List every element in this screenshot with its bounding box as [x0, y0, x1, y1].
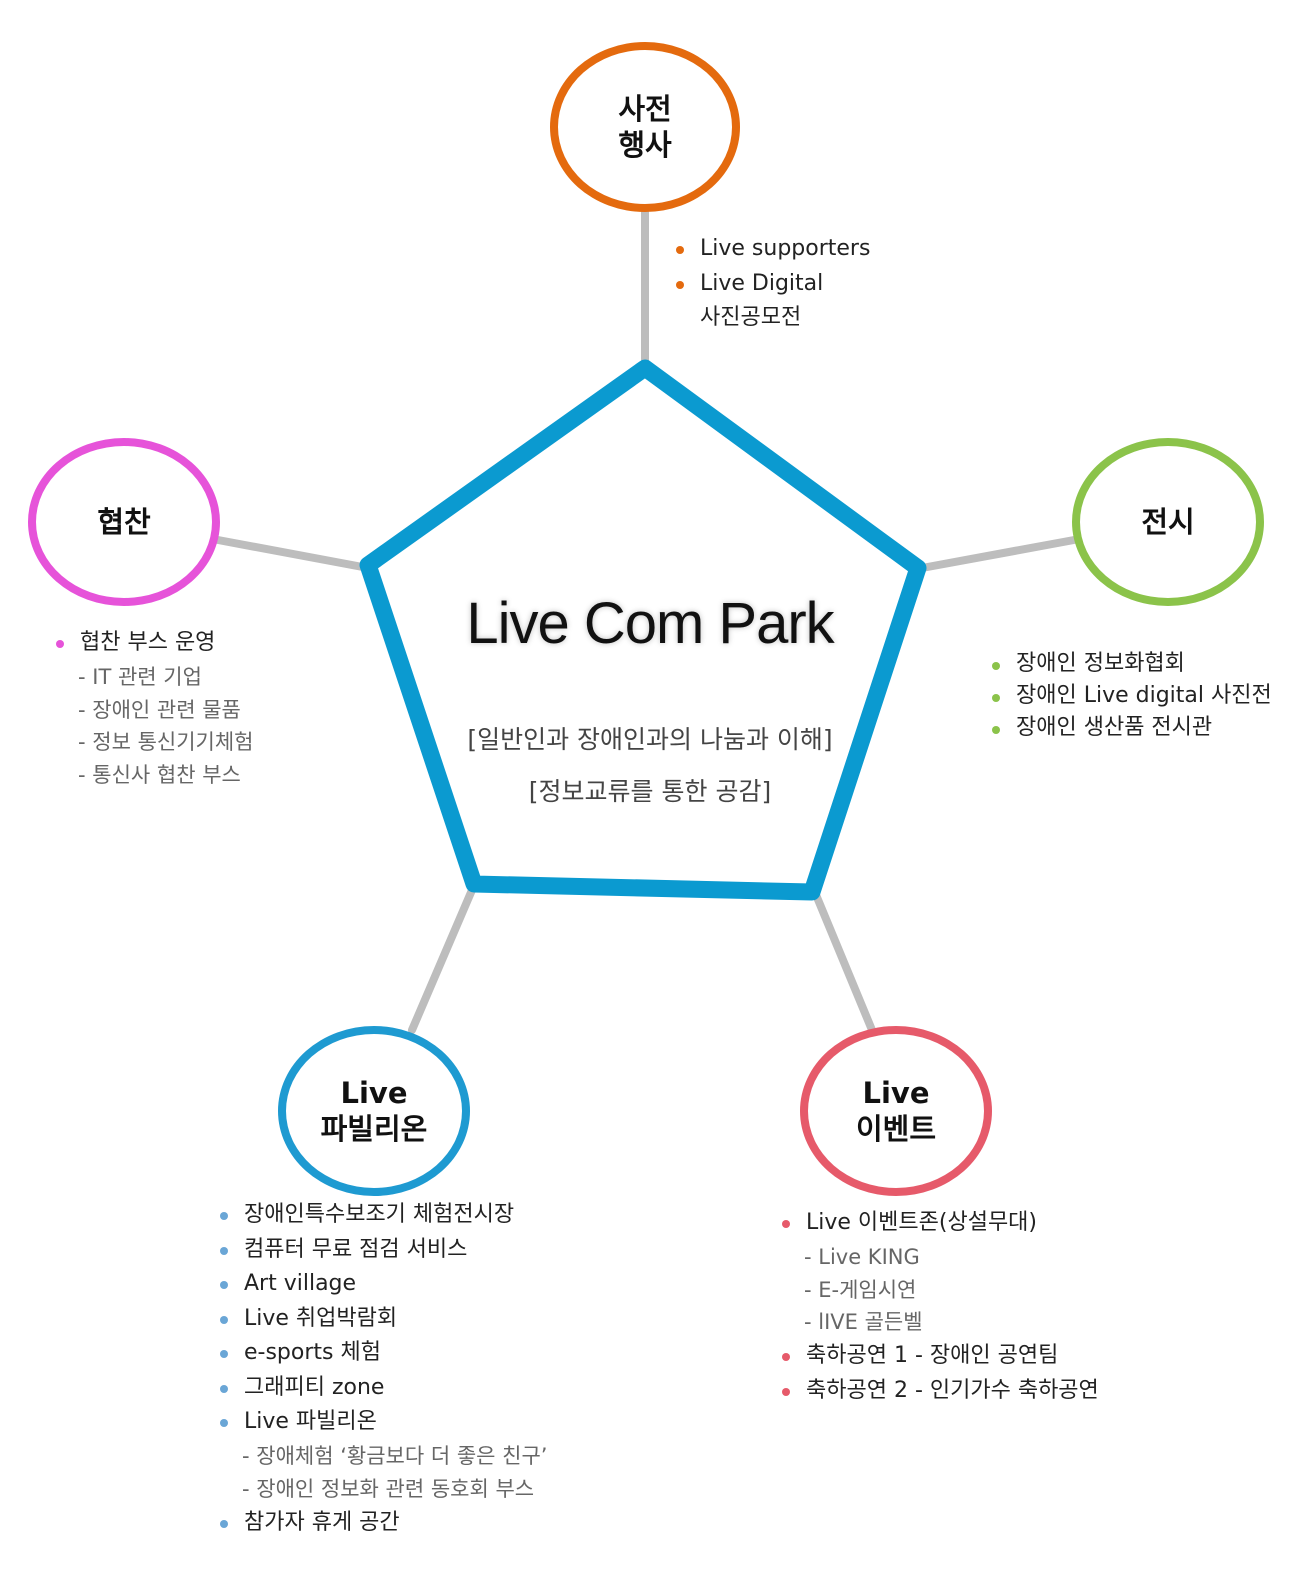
node-bottom-left: Live 파빌리온 — [278, 1026, 470, 1196]
list-item: Live 이벤트존(상설무대) — [780, 1206, 1099, 1241]
list-subitem: - 정보 통신기기체험 — [78, 730, 254, 755]
list-item: Live Digital — [674, 267, 870, 302]
list-item: 장애인특수보조기 체험전시장 — [218, 1198, 547, 1233]
list-subitem: - Live KING — [804, 1244, 920, 1269]
list-item: e-sports 체험 — [218, 1336, 547, 1371]
list-item: 축하공연 1 - 장애인 공연팀 — [780, 1339, 1099, 1374]
node-bottom-left-line1: Live — [340, 1075, 408, 1110]
node-top-line2: 행사 — [618, 128, 672, 162]
list-item: Live supporters — [674, 232, 870, 267]
node-bottom-left-line2: 파빌리온 — [320, 1112, 428, 1146]
list-right: 장애인 정보화협회 장애인 Live digital 사진전 장애인 생산품 전… — [990, 648, 1272, 744]
node-left: 협찬 — [28, 438, 220, 606]
list-item: 장애인 정보화협회 — [990, 648, 1272, 680]
list-subitem: - 장애체험 ‘황금보다 더 좋은 친구’ — [242, 1443, 548, 1468]
connector-bottom-right — [810, 886, 876, 1034]
list-bottom-left: 장애인특수보조기 체험전시장 컴퓨터 무료 점검 서비스 Art village… — [218, 1198, 547, 1540]
list-item: Art village — [218, 1267, 547, 1302]
list-subitem: - 장애인 관련 물품 — [78, 697, 241, 722]
connector-bottom-left — [408, 886, 476, 1034]
node-bottom-right: Live 이벤트 — [800, 1026, 992, 1196]
node-top: 사전 행사 — [550, 42, 740, 212]
list-item: 협찬 부스 운영 — [54, 626, 254, 661]
list-item: 장애인 생산품 전시관 — [990, 712, 1272, 744]
node-bottom-right-line2: 이벤트 — [855, 1112, 937, 1146]
list-item: 그래피티 zone — [218, 1371, 547, 1406]
list-top: Live supporters Live Digital 사진공모전 — [674, 232, 870, 336]
list-item: 컴퓨터 무료 점검 서비스 — [218, 1233, 547, 1268]
list-item: 사진공모전 — [700, 305, 802, 331]
center-subtitle-2: [정보교류를 통한 공감] — [528, 777, 772, 806]
list-item: 장애인 Live digital 사진전 — [990, 680, 1272, 712]
list-left: 협찬 부스 운영 - IT 관련 기업 - 장애인 관련 물품 - 정보 통신기… — [54, 626, 254, 792]
node-right: 전시 — [1072, 438, 1264, 606]
center-subtitle-1: [일반인과 장애인과의 나눔과 이해] — [467, 725, 833, 754]
list-bottom-right: Live 이벤트존(상설무대) - Live KING - E-게임시연 - l… — [780, 1206, 1099, 1409]
list-subitem: - 장애인 정보화 관련 동호회 부스 — [242, 1476, 535, 1501]
list-item: 축하공연 2 - 인기가수 축하공연 — [780, 1374, 1099, 1409]
list-item: 참가자 휴게 공간 — [218, 1506, 547, 1541]
center-title: Live Com Park — [466, 591, 834, 656]
list-item: Live 파빌리온 — [218, 1405, 547, 1440]
list-subitem: - lIVE 골든벨 — [804, 1310, 923, 1335]
node-bottom-right-line1: Live — [862, 1075, 930, 1110]
list-subitem: - E-게임시연 — [804, 1277, 917, 1302]
node-top-line1: 사전 — [618, 91, 672, 126]
node-left-line1: 협찬 — [97, 504, 151, 539]
list-subitem: - IT 관련 기업 — [78, 664, 202, 689]
node-right-line1: 전시 — [1141, 504, 1195, 539]
list-subitem: - 통신사 협찬 부스 — [78, 763, 241, 788]
center-pentagon — [359, 359, 927, 901]
list-item: Live 취업박람회 — [218, 1302, 547, 1337]
connector-right — [918, 536, 1078, 572]
connector-left — [214, 536, 372, 572]
